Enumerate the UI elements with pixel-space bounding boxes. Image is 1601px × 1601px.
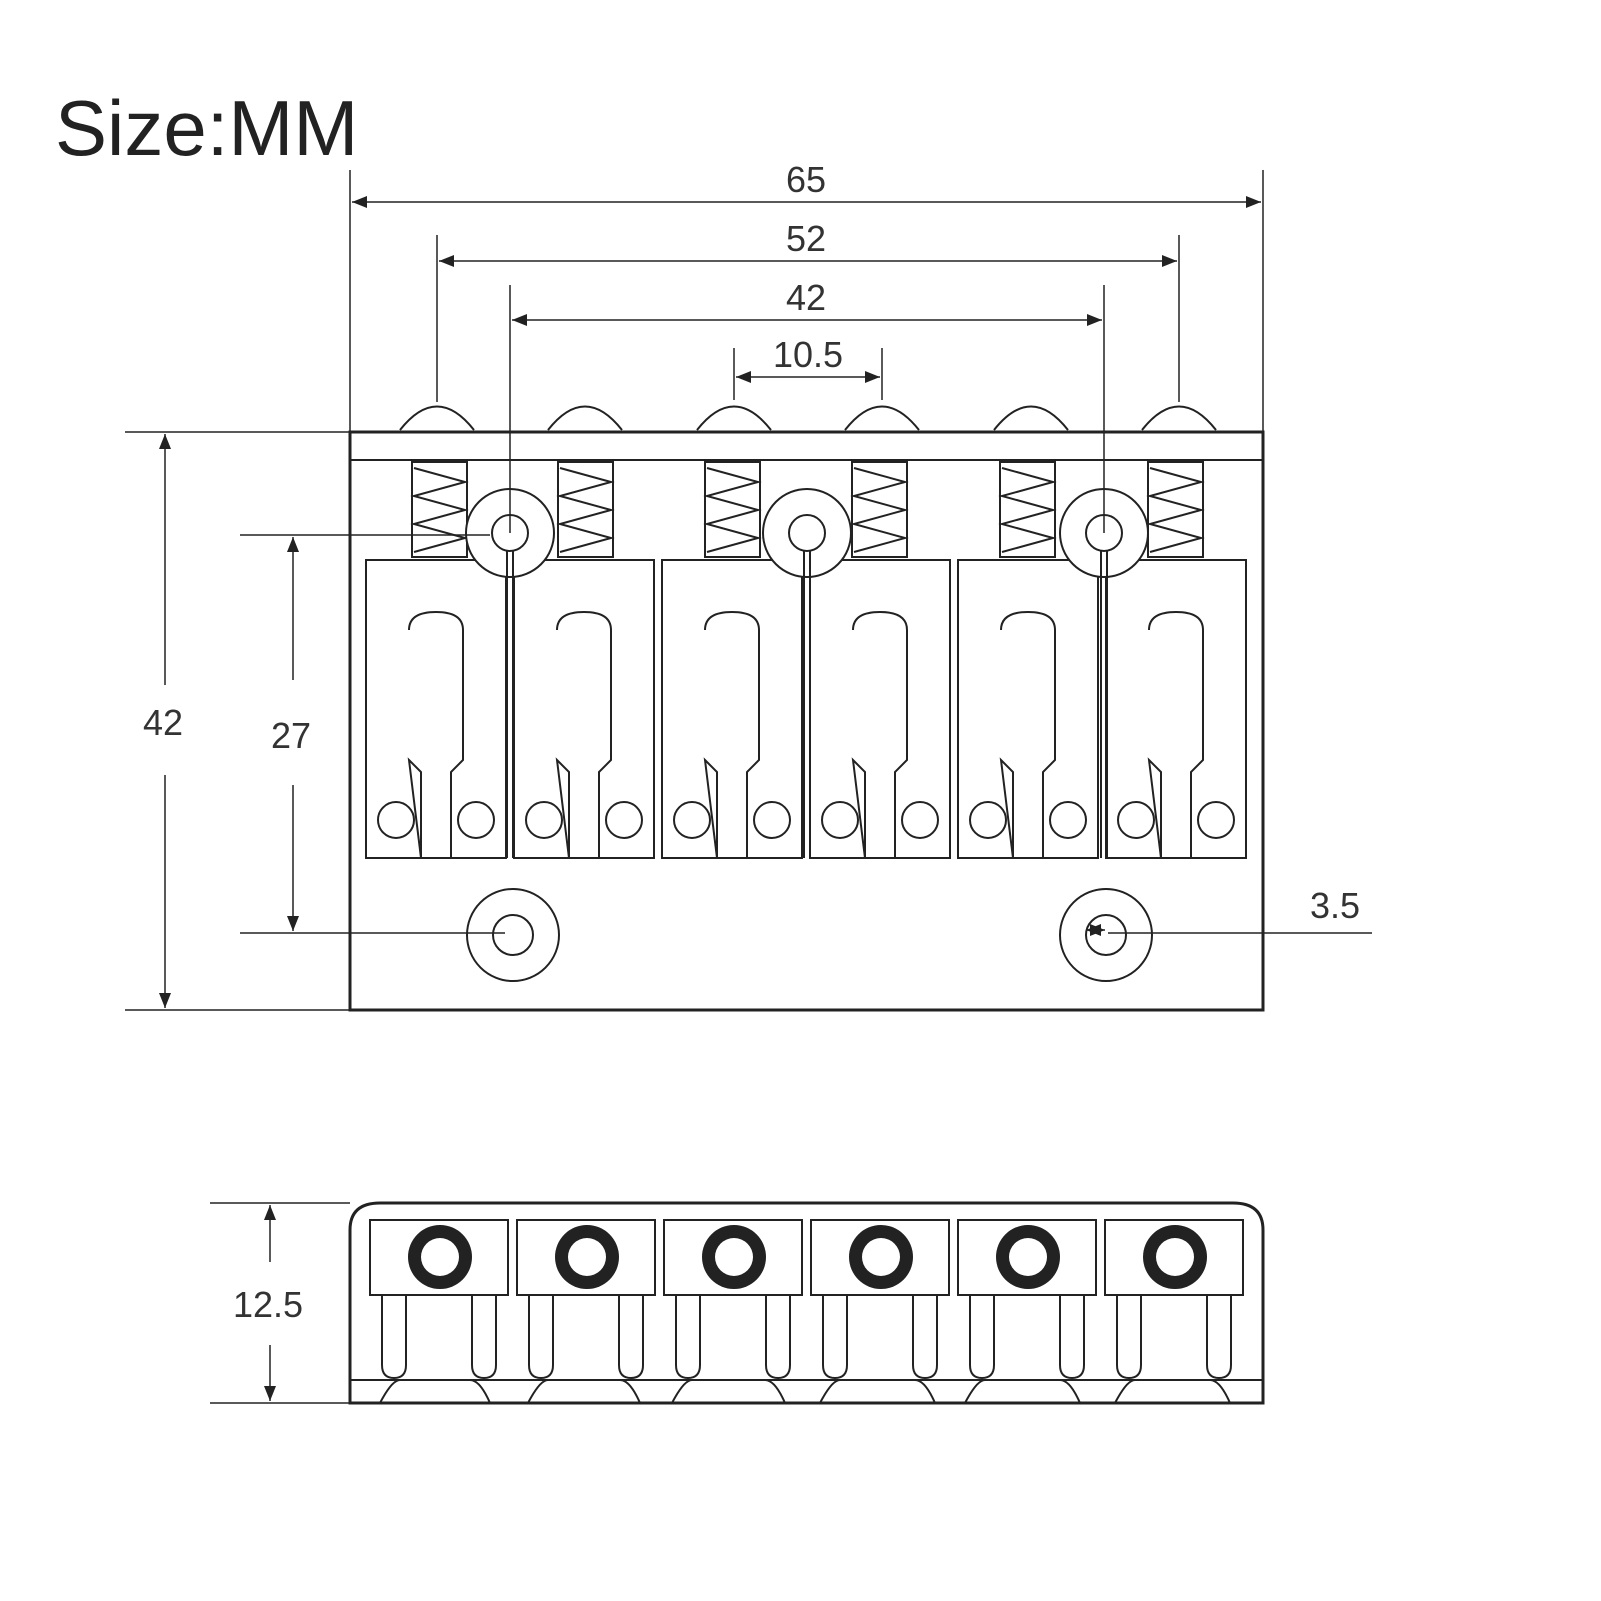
dim-body-depth: 42: [143, 702, 183, 743]
dimension-lines: 65 52 42 10.5 42 27 3.5: [125, 159, 1372, 1011]
side-saddles: [369, 1219, 1244, 1380]
side-base-bumps: [379, 1379, 1231, 1404]
page-title: Size:MM: [55, 84, 358, 172]
side-height-dimension: 12.5: [210, 1202, 350, 1404]
saddles: [365, 559, 1247, 859]
dim-overall-width: 65: [786, 159, 826, 200]
dim-string-spacing: 10.5: [773, 334, 843, 375]
lower-mounting-holes: [466, 888, 1153, 982]
dim-side-height: 12.5: [233, 1284, 303, 1325]
dim-hole-diameter: 3.5: [1310, 885, 1360, 926]
top-view: [348, 405, 1265, 1012]
springs: [410, 461, 1205, 558]
dim-mount-hole-span: 42: [786, 277, 826, 318]
intonation-screw-heads: [399, 405, 1217, 431]
dim-hole-to-hole-depth: 27: [271, 715, 311, 756]
side-view: 12.5: [210, 1201, 1265, 1405]
back-flange: [349, 431, 1264, 461]
side-body-outline: [348, 1201, 1265, 1405]
dim-outer-saddle-span: 52: [786, 218, 826, 259]
